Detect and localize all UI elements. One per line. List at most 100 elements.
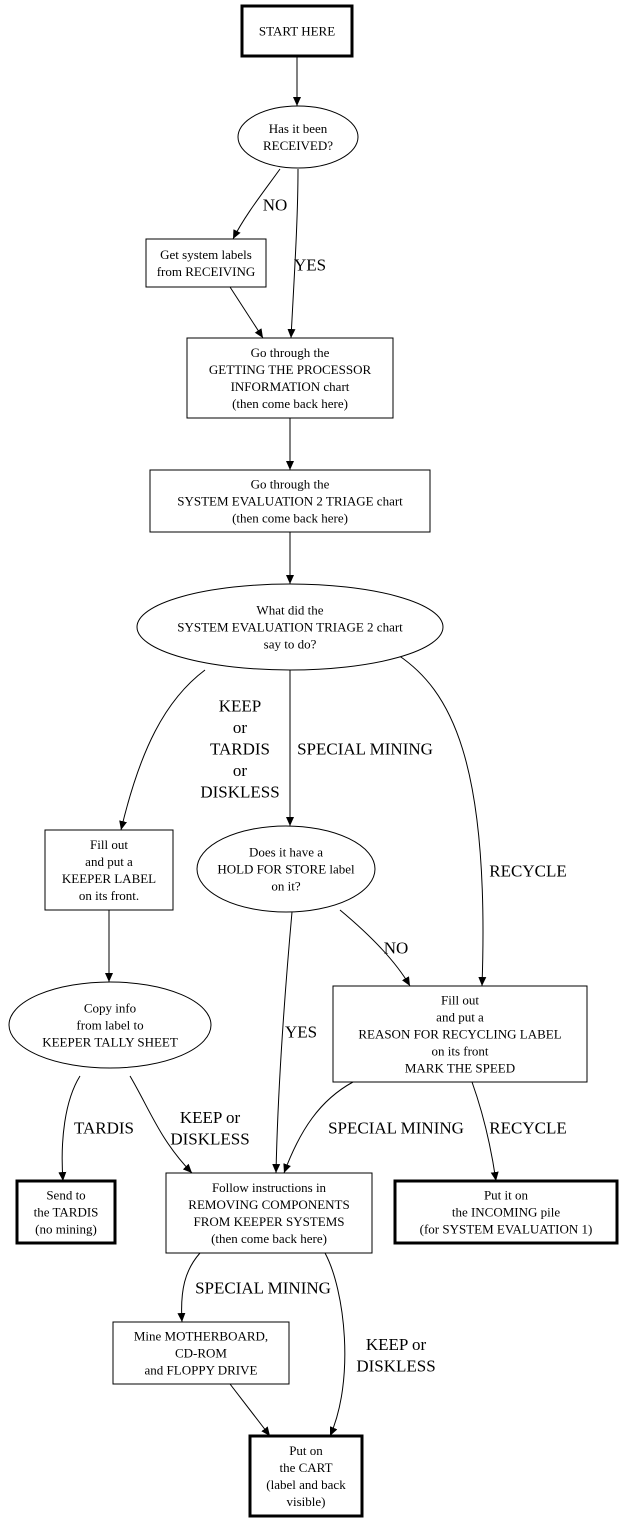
- node-text-line: KEEPER LABEL: [62, 871, 156, 886]
- terminal-box: [393, 1179, 619, 1245]
- edge-what-say-to-keeper-label: [119, 669, 206, 831]
- node-text-line: Fill out: [441, 993, 479, 1008]
- node-text-line: from label to: [76, 1018, 143, 1033]
- edge-label: SPECIAL MINING: [328, 1119, 464, 1138]
- node-hold-store: Does it have a HOLD FOR STORE label on it?: [196, 825, 376, 913]
- node-text-line: Go through the: [251, 345, 330, 360]
- node-text-line: (for SYSTEM EVALUATION 1): [420, 1222, 593, 1237]
- process-box: [149, 469, 431, 533]
- edge-copy-info-to-removing: [129, 1075, 193, 1174]
- node-get-labels: Get system labels from RECEIVING: [145, 238, 267, 288]
- edge-get-labels-to-processor: [229, 286, 264, 339]
- decision-ellipse: [8, 981, 212, 1069]
- node-text-line: HOLD FOR STORE label: [217, 862, 355, 877]
- terminal-box: [240, 4, 354, 58]
- edge-mine-to-cart: [229, 1383, 271, 1437]
- node-text-line: Follow instructions in: [212, 1180, 327, 1195]
- node-text-line: SYSTEM EVALUATION 2 TRIAGE chart: [177, 494, 403, 509]
- node-text-line: and FLOPPY DRIVE: [145, 1363, 258, 1378]
- node-text-line: Copy info: [84, 1001, 136, 1016]
- node-keeper-label: Fill out and put a KEEPER LABEL on its fron…: [44, 829, 174, 911]
- decision-ellipse: [136, 583, 444, 671]
- edge-label: YES: [285, 1023, 317, 1042]
- edge-recycle-label-to-removing: [283, 1081, 354, 1174]
- node-text-line: START HERE: [259, 24, 335, 39]
- node-text-line: the INCOMING pile: [452, 1205, 561, 1220]
- edge-label: NO: [384, 939, 409, 958]
- node-mine: Mine MOTHERBOARD, CD-ROM and FLOPPY DRIVE: [112, 1321, 290, 1385]
- node-copy-info: Copy info from label to KEEPER TALLY SHEET: [8, 981, 212, 1069]
- edge-hold-store-to-removing: [272, 911, 293, 1174]
- node-text-line: (then come back here): [211, 1231, 327, 1246]
- node-text-line: (then come back here): [232, 511, 348, 526]
- decision-ellipse: [196, 825, 376, 913]
- node-text-line: on its front: [431, 1044, 488, 1059]
- edge-label: KEEP or: [180, 1108, 241, 1127]
- edge-label: SPECIAL MINING: [195, 1279, 331, 1298]
- node-text-line: Send to: [46, 1188, 85, 1203]
- edge-hold-store-to-recycle-label: [339, 909, 411, 987]
- node-start: START HERE: [240, 4, 354, 58]
- edge-label: SPECIAL MINING: [297, 740, 433, 759]
- node-text-line: from RECEIVING: [157, 264, 256, 279]
- edge-recycle-label-to-incoming: [471, 1081, 499, 1182]
- edge-label: NO: [263, 196, 288, 215]
- edge-label: or: [233, 718, 248, 737]
- node-recycle-label: Fill out and put a REASON FOR RECYCLING LA…: [332, 985, 588, 1083]
- node-text-line: REASON FOR RECYCLING LABEL: [358, 1027, 561, 1042]
- node-text-line: and put a: [85, 854, 133, 869]
- node-text-line: and put a: [436, 1010, 484, 1025]
- edge-what-say-to-recycle-label: [397, 654, 487, 987]
- edge-removing-to-mine: [177, 1252, 201, 1323]
- node-text-line: (label and back: [266, 1477, 346, 1492]
- edge-label: YES: [294, 256, 326, 275]
- edge-label: RECYCLE: [489, 862, 566, 881]
- node-text-line: Mine MOTHERBOARD,: [134, 1329, 268, 1344]
- node-text-line: MARK THE SPEED: [405, 1061, 515, 1076]
- node-cart: Put on the CART (label and back visible): [248, 1434, 364, 1518]
- process-box: [332, 985, 588, 1083]
- terminal-box: [248, 1434, 364, 1518]
- edge-removing-to-cart: [324, 1252, 346, 1437]
- node-text-line: Does it have a: [249, 845, 323, 860]
- node-text-line: GETTING THE PROCESSOR: [209, 362, 372, 377]
- node-text-line: Go through the: [251, 477, 330, 492]
- node-text-line: the CART: [279, 1460, 332, 1475]
- edge-label: KEEP or: [366, 1335, 427, 1354]
- node-text-line: (then come back here): [232, 396, 348, 411]
- node-text-line: What did the: [256, 603, 323, 618]
- edge-label: TARDIS: [74, 1119, 134, 1138]
- edge-copy-info-to-tardis: [58, 1075, 81, 1182]
- node-text-line: visible): [287, 1494, 326, 1509]
- process-box: [165, 1172, 373, 1254]
- node-text-line: on its front.: [79, 888, 139, 903]
- node-text-line: FROM KEEPER SYSTEMS: [194, 1214, 345, 1229]
- node-text-line: Fill out: [90, 837, 128, 852]
- node-text-line: Has it been: [269, 121, 328, 136]
- edge-label: DISKLESS: [356, 1356, 435, 1375]
- edge-label: DISKLESS: [170, 1129, 249, 1148]
- node-text-line: REMOVING COMPONENTS: [188, 1197, 349, 1212]
- node-text-line: say to do?: [264, 637, 317, 652]
- decision-ellipse: [237, 105, 359, 169]
- process-box: [44, 829, 174, 911]
- process-box: [186, 337, 394, 419]
- edge-label: DISKLESS: [200, 783, 279, 802]
- edge-received-to-processor: [287, 168, 299, 339]
- node-text-line: CD-ROM: [175, 1346, 227, 1361]
- node-text-line: Get system labels: [160, 247, 252, 262]
- node-text-line: on it?: [271, 879, 300, 894]
- node-text-line: SYSTEM EVALUATION TRIAGE 2 chart: [177, 620, 403, 635]
- edge-label: TARDIS: [210, 740, 270, 759]
- node-text-line: INFORMATION chart: [231, 379, 350, 394]
- node-removing: Follow instructions in REMOVING COMPONENT…: [165, 1172, 373, 1254]
- terminal-box: [15, 1179, 117, 1245]
- node-text-line: KEEPER TALLY SHEET: [42, 1035, 178, 1050]
- node-text-line: Put on: [289, 1443, 323, 1458]
